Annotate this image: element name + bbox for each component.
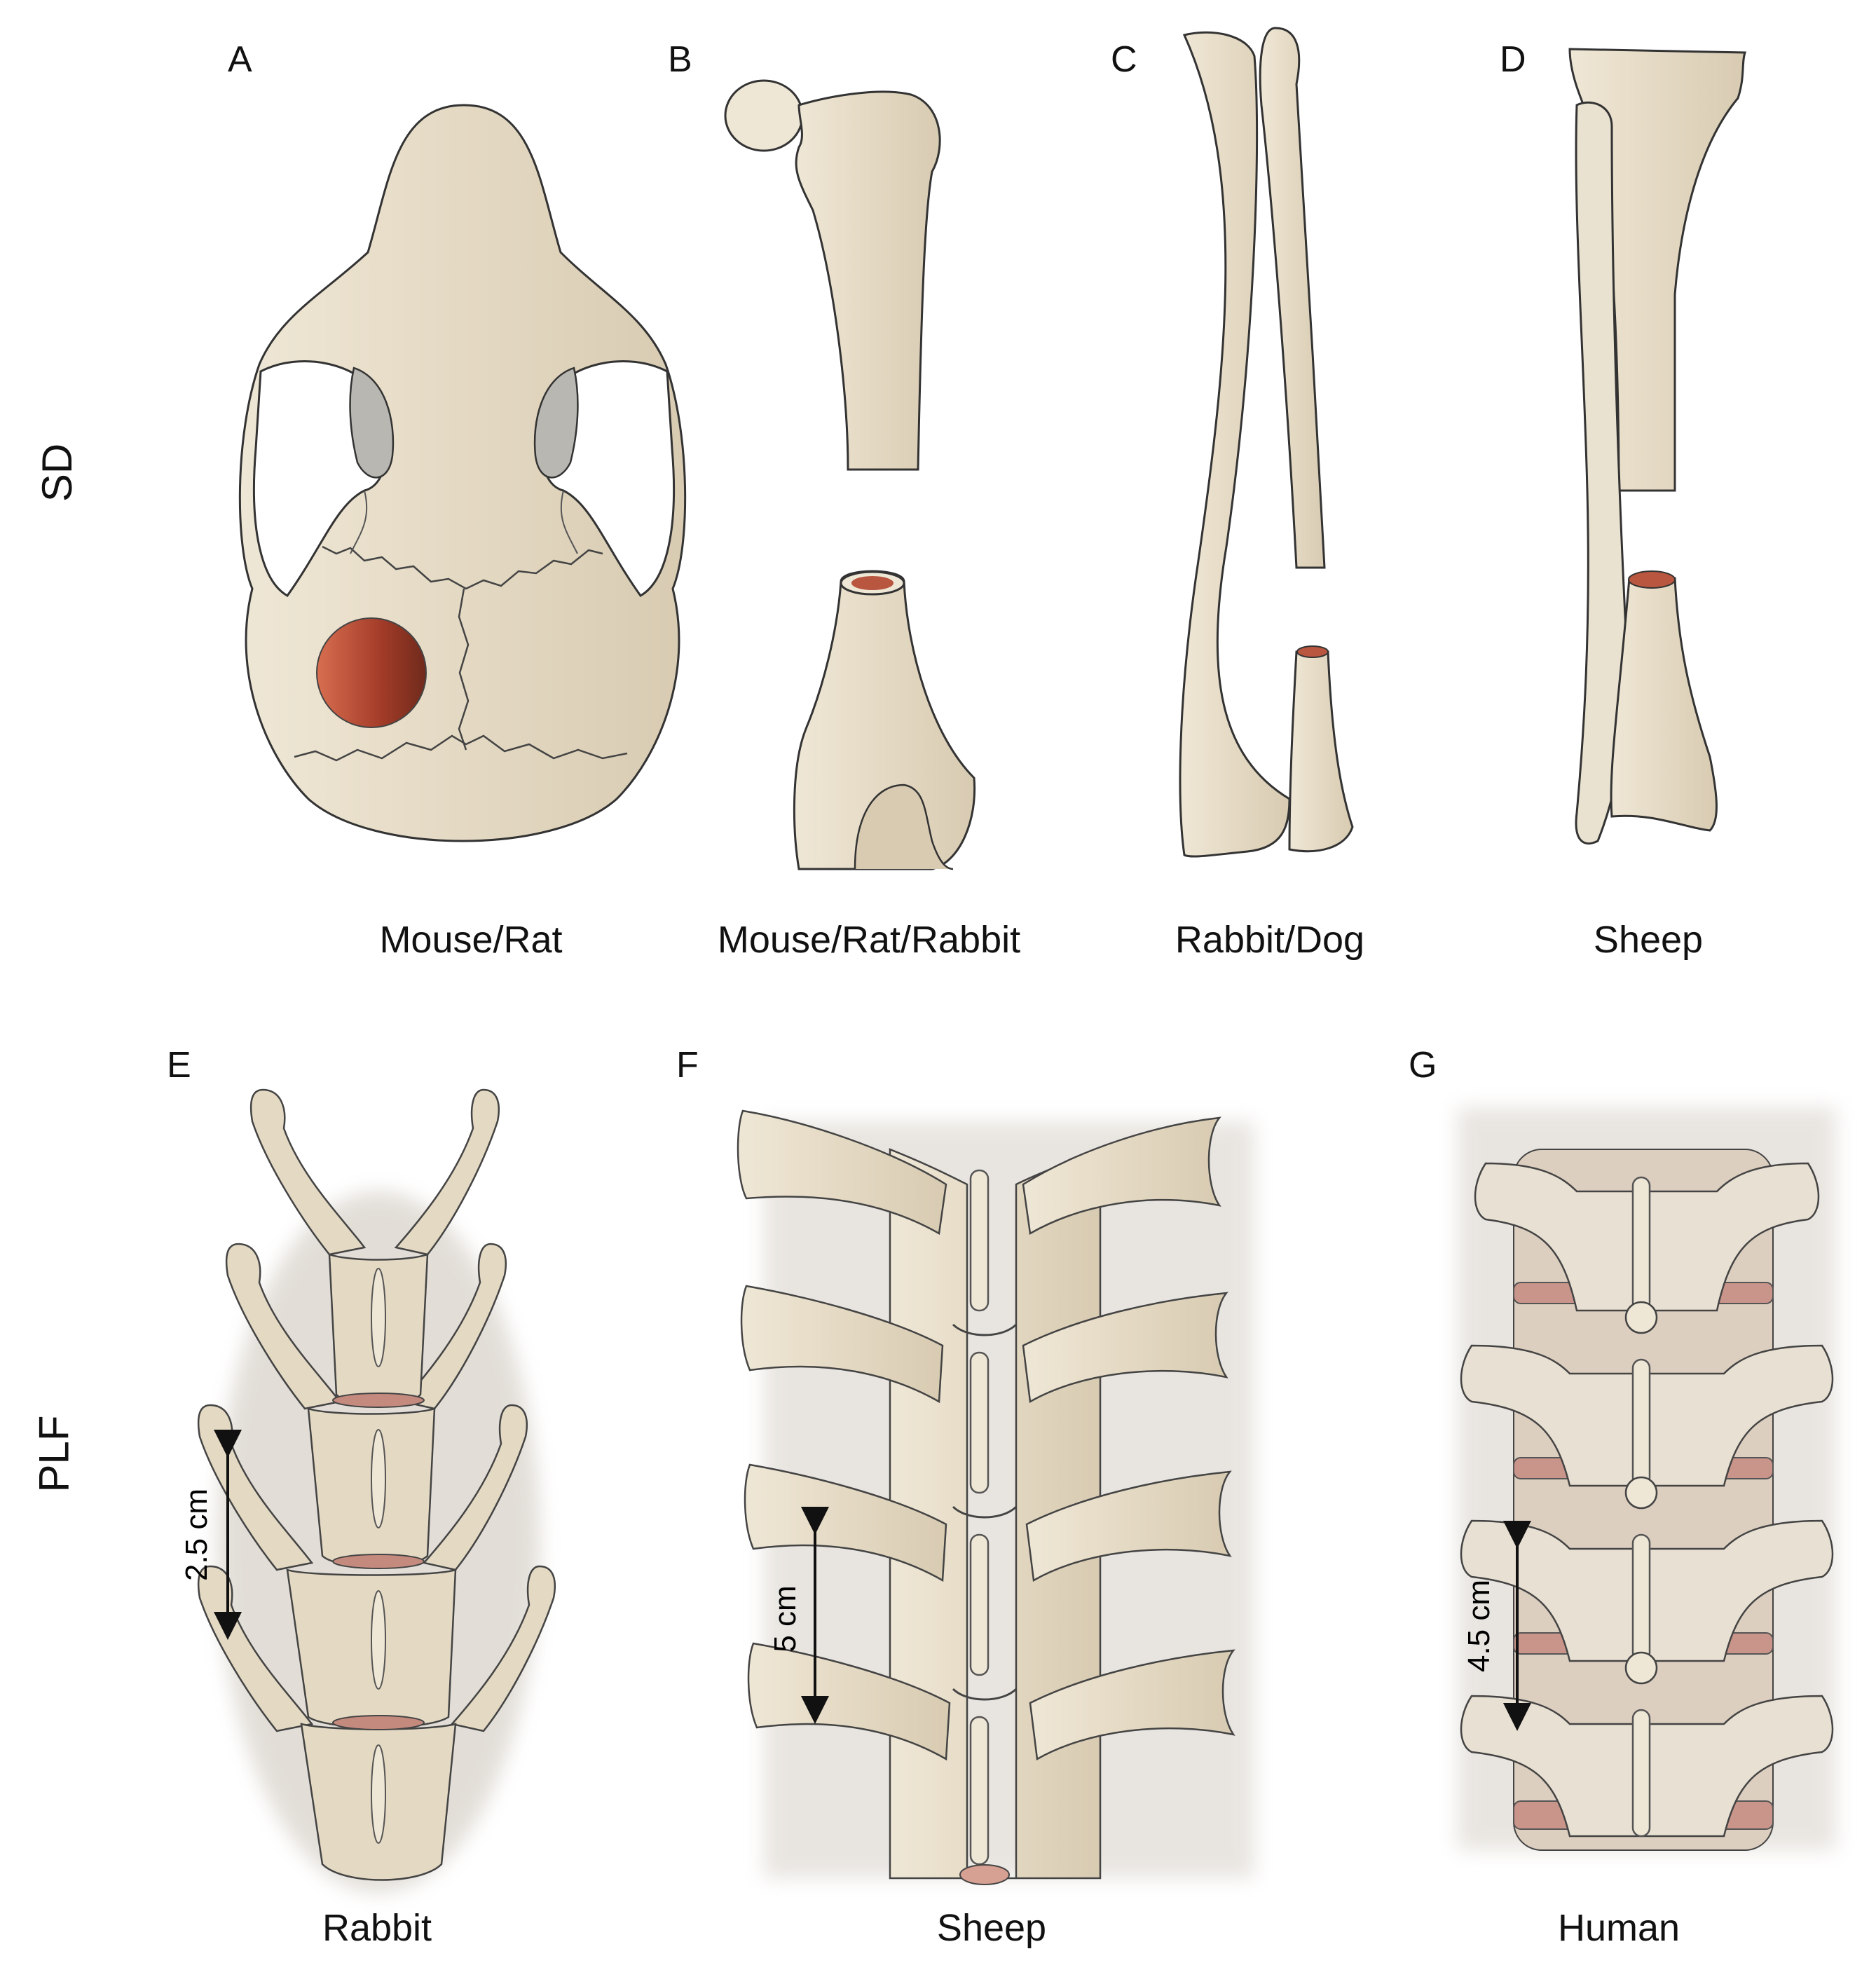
panel-letter-d: D — [1500, 39, 1526, 80]
measure-label-e: 2.5 cm — [179, 1489, 214, 1581]
measure-label-g: 4.5 cm — [1462, 1580, 1496, 1672]
panel-letter-b: B — [668, 39, 692, 80]
panel-letter-c: C — [1111, 39, 1137, 80]
panel-letter-g: G — [1409, 1045, 1437, 1086]
caption-c: Rabbit/Dog — [1175, 919, 1365, 961]
rabbit-spine-illustration — [197, 1088, 556, 1892]
caption-g: Human — [1557, 1907, 1680, 1949]
caption-e: Rabbit — [322, 1907, 432, 1949]
skull-illustration — [238, 104, 687, 842]
panel-letter-a: A — [228, 39, 252, 80]
caption-d: Sheep — [1593, 919, 1704, 961]
calvarial-defect — [316, 617, 427, 728]
measure-label-f: 5 cm — [768, 1585, 802, 1652]
human-spine-illustration — [1458, 1107, 1836, 1851]
sheep-spine-illustration — [737, 1109, 1254, 1885]
panel-letter-f: F — [676, 1045, 699, 1086]
caption-f: Sheep — [936, 1907, 1047, 1949]
caption-a: Mouse/Rat — [379, 919, 563, 961]
panel-letter-e: E — [167, 1045, 191, 1086]
radius-ulna-illustration — [1179, 27, 1354, 858]
tibia-fibula-illustration — [1568, 48, 1747, 845]
caption-b: Mouse/Rat/Rabbit — [717, 919, 1021, 961]
femur-illustration — [724, 79, 976, 870]
